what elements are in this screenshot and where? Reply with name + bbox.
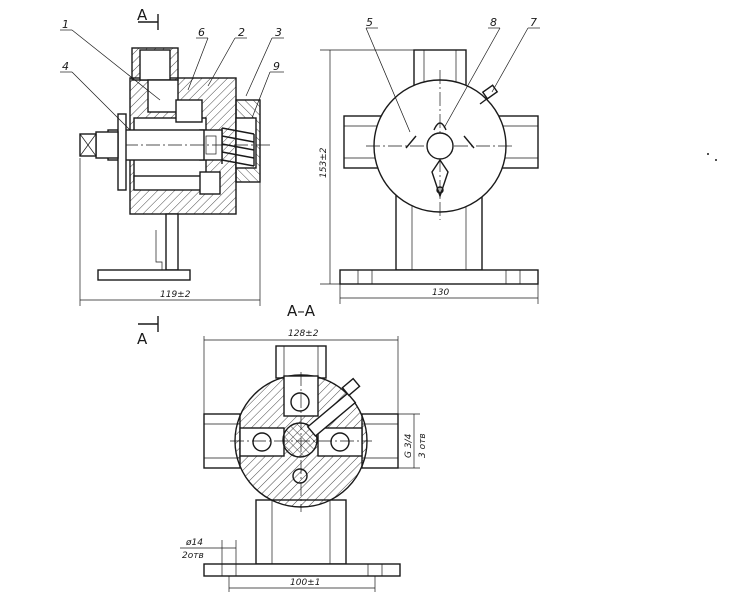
callout-8: 8 bbox=[490, 16, 497, 29]
dim-front-height-label: 153±2 bbox=[319, 147, 329, 178]
callouts-side: 1 4 6 2 3 9 bbox=[60, 18, 284, 131]
callout-2: 2 bbox=[238, 26, 245, 39]
section-pin bbox=[306, 377, 361, 438]
section-view: A–A 128±2 bbox=[180, 302, 428, 592]
dim-port-thread-count: 3 отв bbox=[418, 433, 428, 458]
callout-3: 3 bbox=[275, 26, 282, 39]
callout-6: 6 bbox=[198, 26, 205, 39]
dim-port-thread-value: G 3/4 bbox=[404, 433, 414, 458]
dim-front-width: 130 bbox=[339, 284, 539, 304]
callout-5: 5 bbox=[366, 16, 373, 29]
section-title: A–A bbox=[287, 302, 316, 320]
dim-base-spacing-label: 100±1 bbox=[290, 578, 320, 588]
dim-side-width: 119±2 bbox=[79, 158, 261, 306]
dim-front-height: 153±2 bbox=[319, 49, 414, 285]
section-mark-bottom-label: A bbox=[137, 330, 148, 348]
dim-side-width-label: 119±2 bbox=[160, 290, 191, 300]
side-view: A bbox=[60, 6, 284, 348]
dim-hole: ø14 2отв bbox=[180, 538, 237, 564]
handle-square bbox=[79, 133, 97, 157]
dim-hole-diameter: ø14 bbox=[185, 538, 203, 548]
dim-section-top-label: 128±2 bbox=[288, 329, 319, 339]
callout-1: 1 bbox=[62, 18, 69, 31]
callouts-front: 5 8 7 bbox=[365, 16, 540, 133]
callout-4: 4 bbox=[62, 60, 69, 73]
callout-9: 9 bbox=[273, 60, 280, 73]
dim-port-thread: G 3/4 3 отв bbox=[398, 413, 428, 469]
section-mark-top-label: A bbox=[137, 6, 148, 24]
section-mark-bottom: A bbox=[137, 316, 159, 348]
callout-7: 7 bbox=[530, 16, 537, 29]
dim-front-width-label: 130 bbox=[432, 288, 449, 298]
dim-hole-count: 2отв bbox=[182, 551, 204, 561]
dim-section-top: 128±2 bbox=[203, 329, 399, 416]
dim-base-spacing: 100±1 bbox=[228, 576, 376, 592]
section-mark-top: A bbox=[137, 6, 159, 30]
front-view: 5 8 7 153±2 130 bbox=[319, 16, 717, 304]
